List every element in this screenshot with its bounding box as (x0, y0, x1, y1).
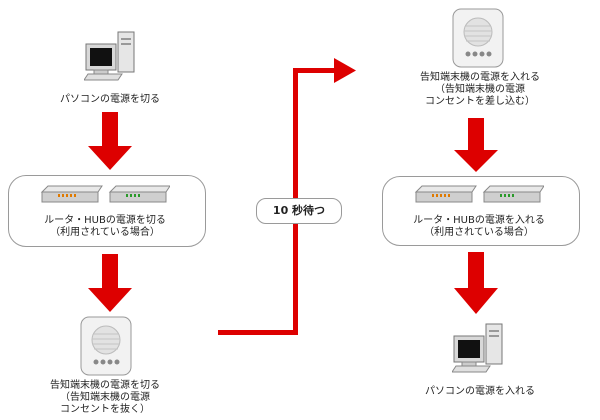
terminal-on-label-1: 告知端末機の電源を入れる (420, 72, 540, 83)
desktop-pc-icon (84, 31, 135, 81)
pc-off-icon (84, 28, 144, 86)
router-on-label-2: （利用されている場合） (424, 227, 534, 238)
terminal-off-label-1: 告知端末機の電源を切る (50, 380, 160, 391)
arrow-down-2 (88, 254, 132, 312)
notification-terminal-icon (80, 316, 132, 376)
arrow-down-4 (454, 252, 498, 314)
terminal-off-label-2: （告知端末機の電源 (60, 392, 150, 403)
pc-off-label: パソコンの電源を切る (60, 94, 160, 105)
router-on-devices (414, 182, 544, 208)
arrow-down-3 (454, 118, 498, 172)
terminal-on-label-2: （告知端末機の電源 (435, 84, 525, 95)
terminal-off-icon (80, 316, 132, 376)
terminal-off-label-3: コンセントを抜く） (60, 404, 150, 415)
router-off-label-2: （利用されている場合） (50, 227, 160, 238)
router-on-label-1: ルータ・HUBの電源を入れる (413, 215, 545, 226)
router-icon (414, 185, 544, 203)
terminal-on-label-3: コンセントを差し込む） (425, 96, 535, 107)
router-off-box (8, 175, 206, 247)
pc-on-icon (452, 320, 512, 378)
router-off-devices (40, 182, 170, 208)
connector-arrow (218, 58, 356, 335)
pc-on-label: パソコンの電源を入れる (425, 386, 535, 397)
router-off-label-1: ルータ・HUBの電源を切る (44, 215, 166, 226)
router-on-box (382, 176, 580, 246)
wait-10-seconds-box: 10 秒待つ (256, 198, 342, 224)
terminal-on-icon (452, 8, 504, 68)
arrow-down-1 (88, 112, 132, 170)
desktop-pc-icon (452, 323, 503, 373)
notification-terminal-icon (452, 8, 504, 68)
router-icon (40, 185, 170, 203)
